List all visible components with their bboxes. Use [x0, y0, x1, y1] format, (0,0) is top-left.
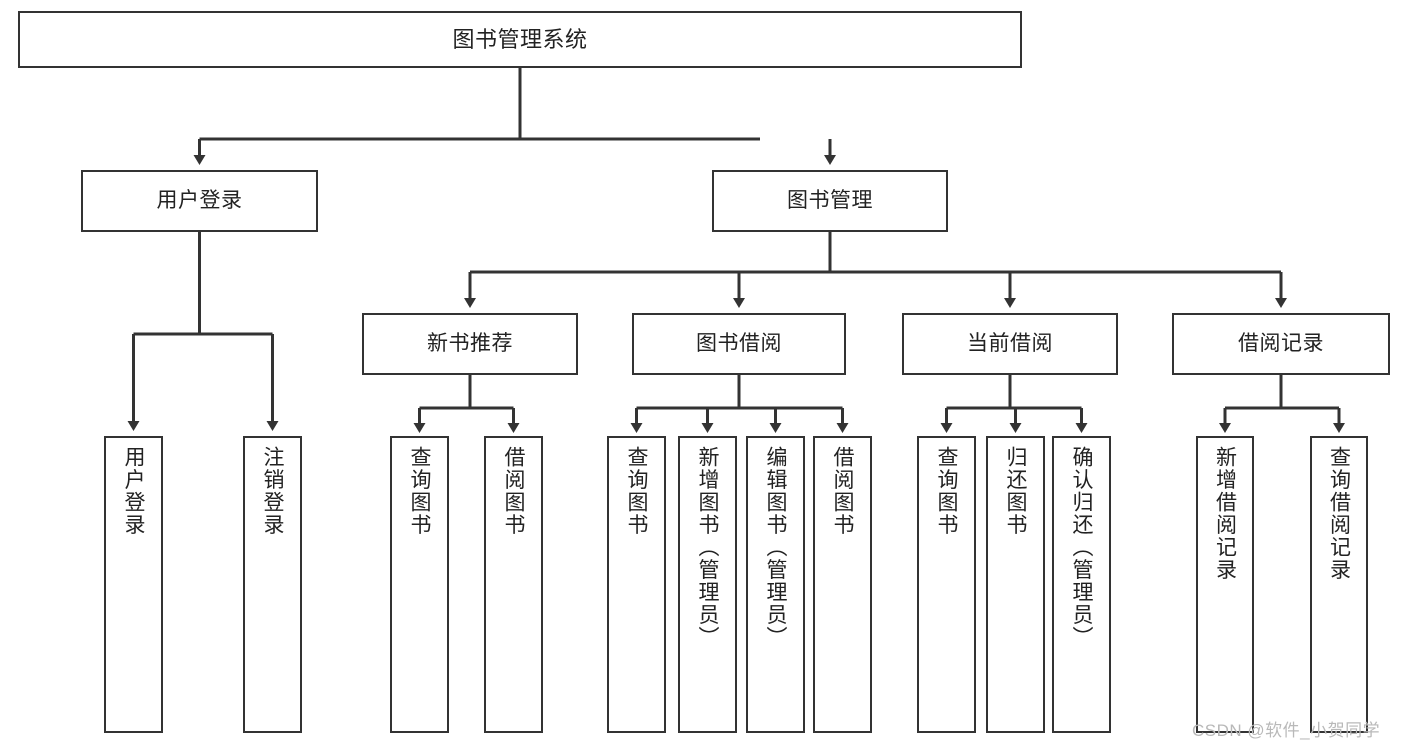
- node-leaf-return-book[interactable]: 归还图书: [986, 436, 1045, 733]
- node-leaf-query-book-current-label: 查询图书: [935, 446, 958, 536]
- node-leaf-user-logout-label: 注销登录: [261, 446, 284, 536]
- node-leaf-edit-book-admin[interactable]: 编辑图书（管理员）: [746, 436, 805, 733]
- node-borrow-record-label: 借阅记录: [1238, 331, 1324, 355]
- node-new-book-recommend-label: 新书推荐: [427, 331, 513, 355]
- csdn-watermark: CSDN @软件_小贺同学: [1192, 721, 1381, 740]
- node-leaf-confirm-return-admin-label: 确认归还（管理员）: [1070, 446, 1093, 649]
- node-leaf-user-logout[interactable]: 注销登录: [243, 436, 302, 733]
- node-leaf-query-book-rec-label: 查询图书: [408, 446, 431, 536]
- node-leaf-add-borrow-record-label: 新增借阅记录: [1213, 446, 1237, 581]
- node-leaf-add-book-admin[interactable]: 新增图书（管理员）: [678, 436, 737, 733]
- node-leaf-add-borrow-record[interactable]: 新增借阅记录: [1196, 436, 1254, 733]
- node-leaf-confirm-return-admin[interactable]: 确认归还（管理员）: [1052, 436, 1111, 733]
- node-book-borrow-label: 图书借阅: [696, 331, 782, 355]
- node-current-borrow[interactable]: 当前借阅: [902, 313, 1118, 375]
- node-leaf-query-book-borrow[interactable]: 查询图书: [607, 436, 666, 733]
- node-leaf-user-login-label: 用户登录: [122, 446, 145, 536]
- node-leaf-borrow-book-label: 借阅图书: [831, 446, 854, 536]
- node-root-label: 图书管理系统: [452, 26, 588, 52]
- node-leaf-borrow-book-rec-label: 借阅图书: [502, 446, 525, 536]
- node-leaf-return-book-label: 归还图书: [1004, 446, 1027, 536]
- node-root[interactable]: 图书管理系统: [18, 11, 1022, 68]
- node-leaf-query-book-current[interactable]: 查询图书: [917, 436, 976, 733]
- node-leaf-user-login[interactable]: 用户登录: [104, 436, 163, 733]
- node-leaf-query-borrow-record[interactable]: 查询借阅记录: [1310, 436, 1368, 733]
- node-current-borrow-label: 当前借阅: [967, 331, 1053, 355]
- node-new-book-recommend[interactable]: 新书推荐: [362, 313, 578, 375]
- node-leaf-query-book-rec[interactable]: 查询图书: [390, 436, 449, 733]
- node-leaf-add-book-admin-label: 新增图书（管理员）: [696, 446, 719, 649]
- node-borrow-record[interactable]: 借阅记录: [1172, 313, 1390, 375]
- node-user-login[interactable]: 用户登录: [81, 170, 318, 232]
- node-book-management[interactable]: 图书管理: [712, 170, 948, 232]
- node-leaf-borrow-book[interactable]: 借阅图书: [813, 436, 872, 733]
- node-leaf-edit-book-admin-label: 编辑图书（管理员）: [764, 446, 787, 649]
- node-book-management-label: 图书管理: [787, 188, 873, 212]
- node-leaf-query-borrow-record-label: 查询借阅记录: [1327, 446, 1351, 581]
- node-book-borrow[interactable]: 图书借阅: [632, 313, 846, 375]
- node-user-login-label: 用户登录: [156, 188, 243, 212]
- node-leaf-borrow-book-rec[interactable]: 借阅图书: [484, 436, 543, 733]
- node-leaf-query-book-borrow-label: 查询图书: [625, 446, 648, 536]
